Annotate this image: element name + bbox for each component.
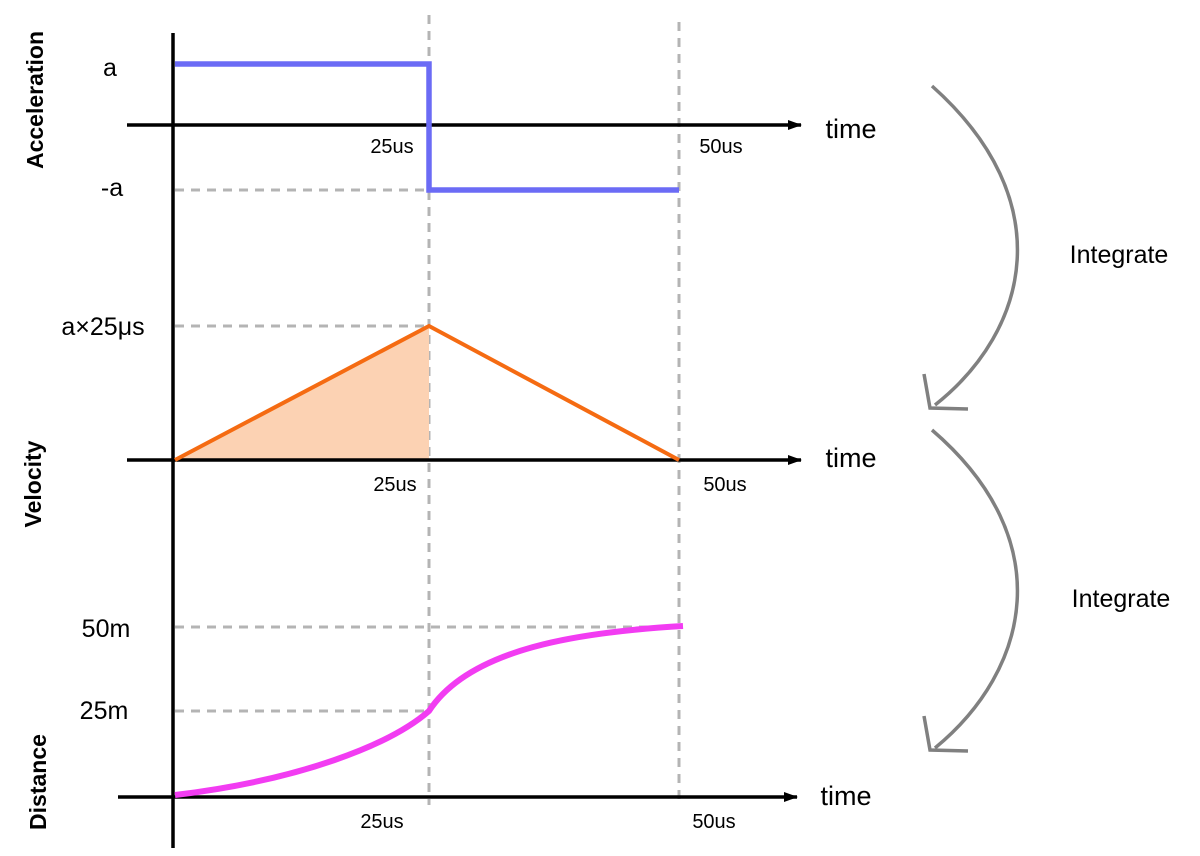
integrate-arrows bbox=[922, 84, 1020, 753]
acceleration-tick-25us: 25us bbox=[370, 136, 413, 158]
label-a: a bbox=[103, 54, 117, 82]
integrate-label-2: Integrate bbox=[1072, 585, 1171, 613]
acceleration-tick-50us: 50us bbox=[699, 136, 742, 158]
axes bbox=[118, 33, 802, 848]
label-25m: 25m bbox=[80, 697, 129, 725]
integrate-arrow-2-head bbox=[922, 715, 969, 753]
label-peak-velocity: a×25μs bbox=[61, 313, 144, 341]
label-50m: 50m bbox=[82, 615, 131, 643]
velocity-curve bbox=[174, 323, 680, 462]
distance-axis-label: time bbox=[820, 781, 871, 811]
velocity-title: Velocity bbox=[20, 440, 46, 527]
acceleration-axis-label: time bbox=[825, 114, 876, 144]
distance-tick-50us: 50us bbox=[692, 811, 735, 833]
acceleration-curve bbox=[175, 61, 679, 193]
integrate-arrow-1-head bbox=[922, 373, 969, 411]
velocity-axis-label: time bbox=[825, 443, 876, 473]
integrate-arrow-2 bbox=[930, 428, 1020, 750]
integrate-label-1: Integrate bbox=[1070, 241, 1169, 269]
distance-title: Distance bbox=[25, 734, 51, 830]
integrate-arrow-1 bbox=[930, 84, 1020, 407]
velocity-tick-50us: 50us bbox=[703, 474, 746, 496]
label-neg-a: -a bbox=[101, 174, 123, 202]
distance-tick-25us: 25us bbox=[360, 811, 403, 833]
velocity-tick-25us: 25us bbox=[373, 474, 416, 496]
acceleration-title: Acceleration bbox=[22, 31, 48, 169]
distance-curve bbox=[174, 623, 684, 798]
